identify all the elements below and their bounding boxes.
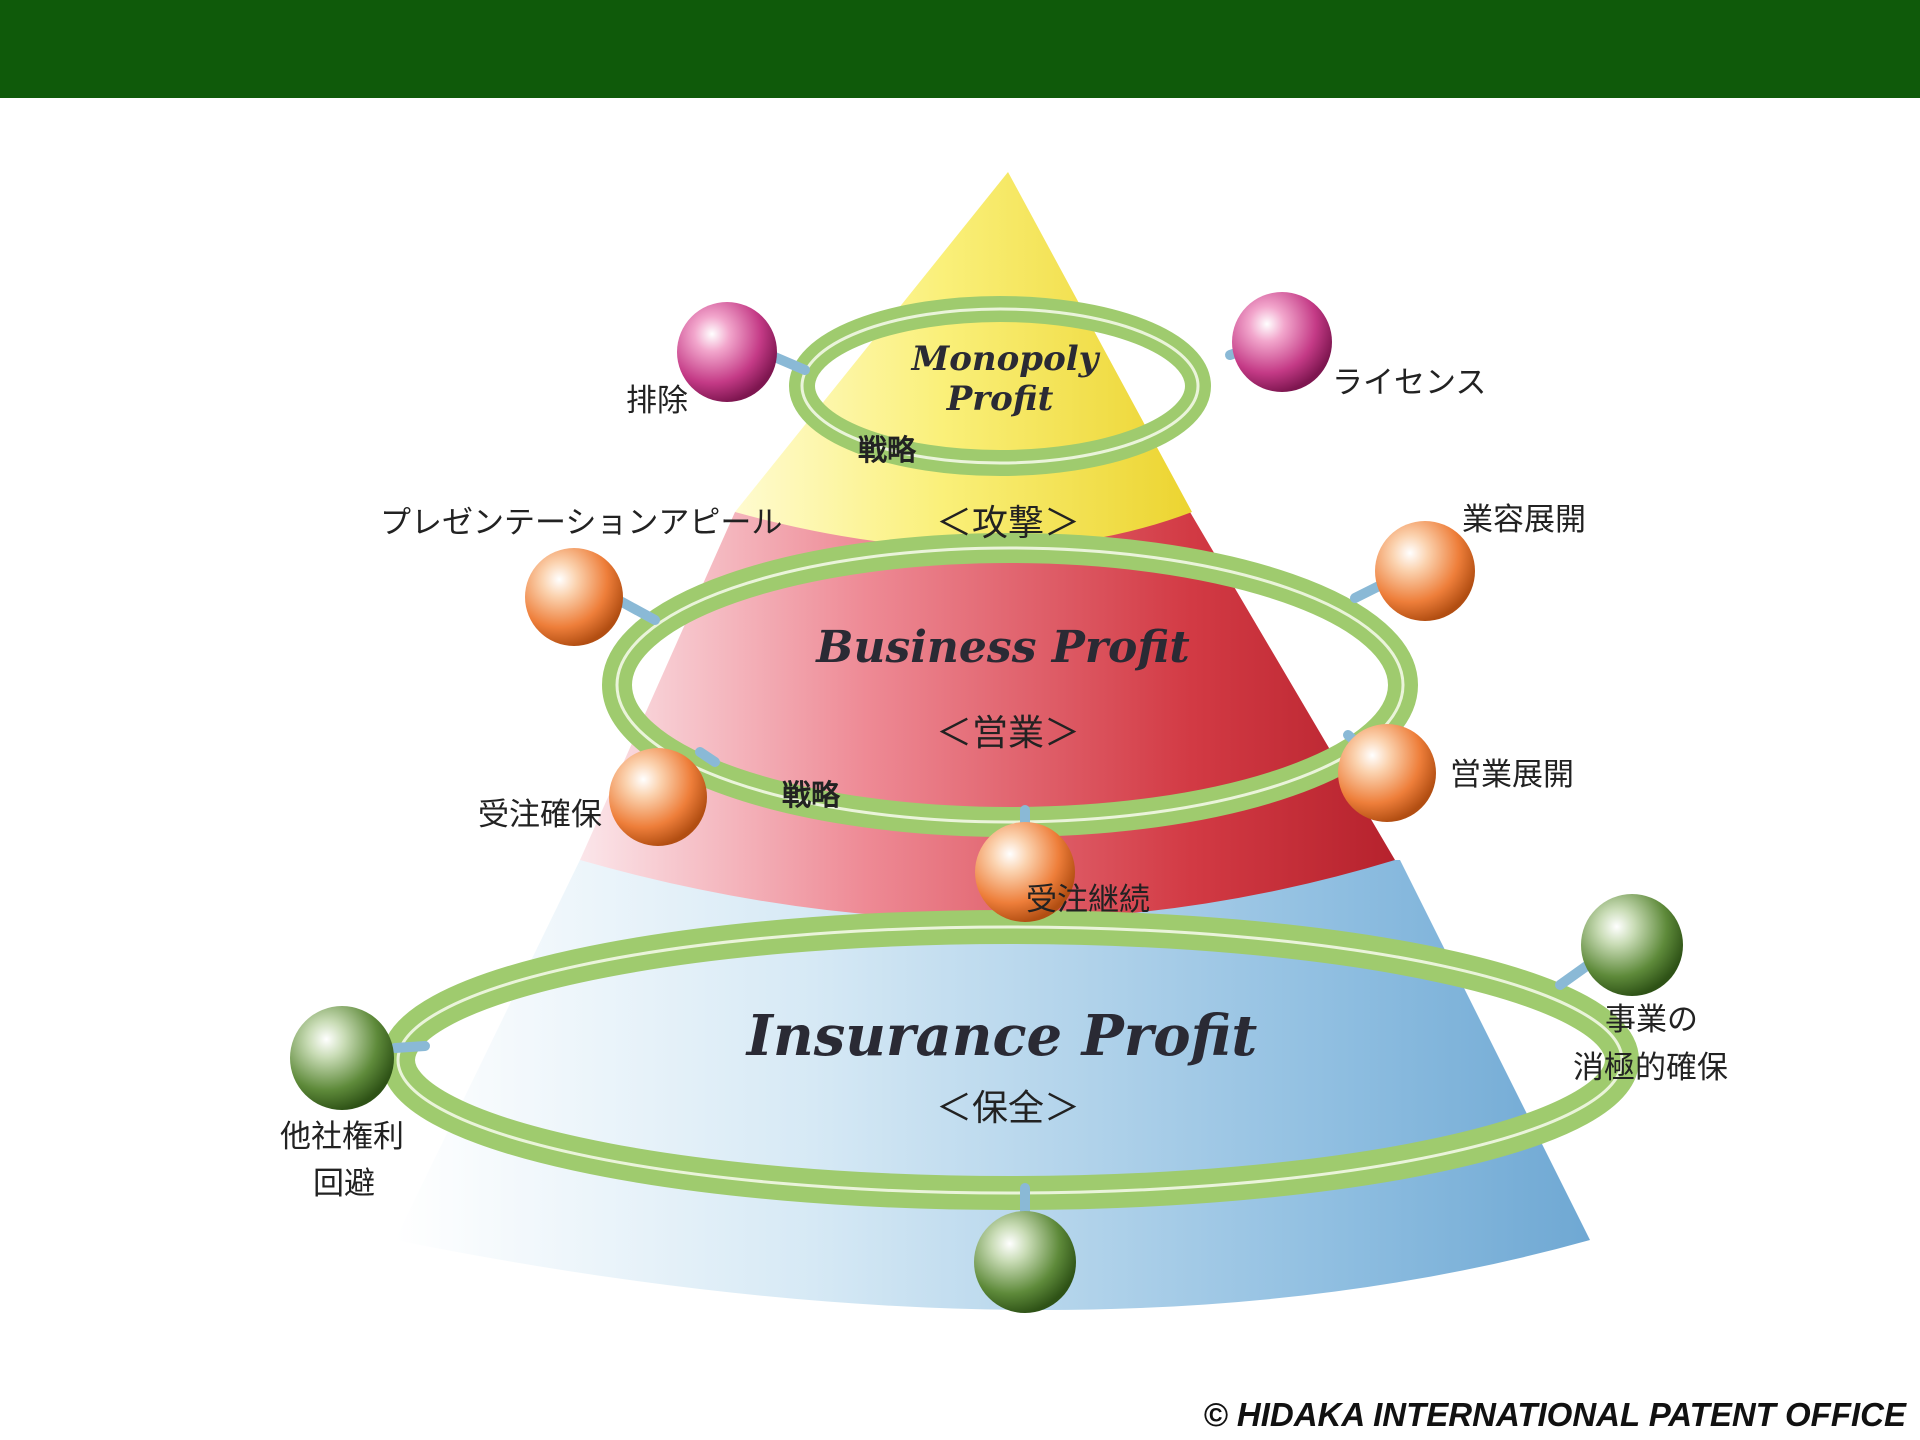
label-eigyo: 営業展開 <box>1450 757 1574 793</box>
tier-middle-title: Business Profit <box>814 622 1189 673</box>
label-juchu-keizoku: 受注継続 <box>1026 882 1150 918</box>
tier-bottom-title: Insurance Profit <box>745 1003 1258 1069</box>
tier-top-role: ＜攻撃＞ <box>936 503 1080 544</box>
connector-presentation <box>617 597 660 625</box>
label-license: ライセンス <box>1332 365 1486 401</box>
connector-jigyo <box>1555 960 1593 990</box>
tier-middle-role: ＜営業＞ <box>936 713 1080 754</box>
connector-juchu-kakuho <box>695 747 720 767</box>
ring-top <box>789 296 1211 476</box>
node-ball-gyoyo <box>1375 521 1475 621</box>
node-ball-juchu-keizoku <box>975 822 1075 922</box>
copyright-footer: © HIDAKA INTERNATIONAL PATENT OFFICE <box>1203 1396 1906 1433</box>
label-tasha-line1: 他社権利 <box>280 1119 404 1155</box>
node-ball-eigyo <box>1338 724 1436 822</box>
header-bar <box>0 0 1920 98</box>
label-jigyo-line2: 消極的確保 <box>1573 1050 1728 1086</box>
node-ball-jigyo <box>1581 894 1683 996</box>
label-jigyo-line1: 事業の <box>1605 1002 1698 1038</box>
node-ball-haijo <box>677 302 777 402</box>
label-haijo: 排除 <box>626 383 688 419</box>
tier-top-title-line1: Monopoly <box>911 339 1101 379</box>
ring-middle <box>602 533 1418 837</box>
ring-bottom <box>381 910 1639 1210</box>
node-ball-bottom <box>974 1211 1076 1313</box>
label-juchu-kakuho: 受注確保 <box>478 797 602 833</box>
label-tasha-line2: 回避 <box>313 1166 375 1202</box>
node-ball-juchu-kakuho <box>609 748 707 846</box>
tier-bottom-role: ＜保全＞ <box>936 1088 1080 1129</box>
node-ball-presentation <box>525 548 623 646</box>
tier-top-ring-label: 戦略 <box>858 433 917 467</box>
connector-tasha <box>390 1041 430 1053</box>
node-ball-tasha <box>290 1006 394 1110</box>
label-presentation: プレゼンテーションアピール <box>380 505 782 541</box>
tier-bottom-insurance <box>395 860 1590 1310</box>
label-gyoyo: 業容展開 <box>1462 502 1586 538</box>
tier-middle-ring-label: 戦略 <box>782 778 841 812</box>
node-ball-license <box>1232 292 1332 392</box>
tier-top-title-line2: Profit <box>946 379 1054 419</box>
